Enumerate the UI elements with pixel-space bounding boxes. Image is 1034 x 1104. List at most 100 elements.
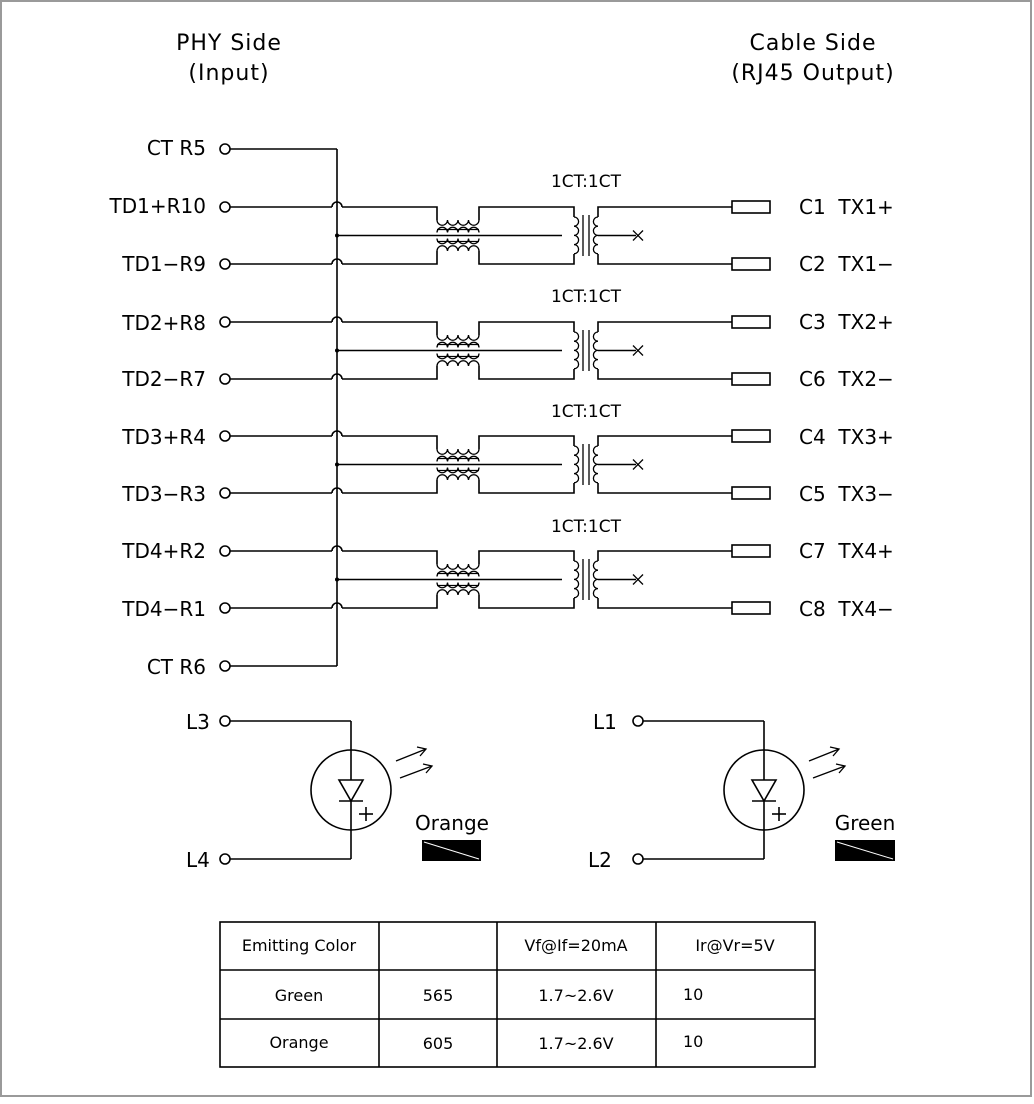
rj45-label-c8: C8 TX4− [799, 597, 894, 621]
led-pin-label-l4: L4 [186, 848, 210, 872]
pin-label-ct-r6: CT R6 [147, 655, 206, 679]
rj45-label-c2: C2 TX1− [799, 252, 894, 276]
no-connect-icon [632, 574, 644, 585]
light-emission-arrows-icon [395, 746, 434, 779]
transformer-channel-1 [219, 200, 771, 271]
cable-side-title: Cable Side [749, 31, 876, 56]
rj45-contact-pad [731, 429, 771, 443]
pin-label-td1p: TD1+R10 [109, 194, 206, 218]
led-spec-table: Emitting Color Vf@If=20mA Ir@Vr=5V Green… [219, 921, 816, 1068]
pin-terminal [632, 715, 644, 727]
ct-bus [219, 143, 338, 672]
led-pin-label-l1: L1 [593, 710, 617, 734]
transformer-icon [573, 215, 599, 256]
pin-terminal [632, 853, 644, 865]
ct-ratio-label-1: 1CT:1CT [551, 172, 622, 192]
table-header-cell: Emitting Color [242, 936, 357, 955]
transformer-channel-3 [219, 429, 771, 500]
rj45-label-c5: C5 TX3− [799, 482, 894, 506]
transformer-channels [219, 200, 771, 615]
pin-terminal [219, 715, 231, 727]
rj45-label-c3: C3 TX2+ [799, 310, 894, 334]
color-swatch-green [835, 840, 895, 861]
transformer-icon [573, 330, 599, 371]
transformer-icon [573, 559, 599, 600]
table-header-cell: Ir@Vr=5V [695, 936, 774, 955]
pin-label-td3n: TD3−R3 [121, 482, 206, 506]
transformer-icon [573, 444, 599, 485]
pin-terminal [219, 545, 231, 557]
rj45-label-c4: C4 TX3+ [799, 425, 894, 449]
pin-terminal [219, 373, 231, 385]
led-green-circuit: L1 L2 Green [588, 710, 895, 872]
pin-terminal [219, 201, 231, 213]
pin-terminal [219, 853, 231, 865]
rj45-label-c6: C6 TX2− [799, 367, 894, 391]
phy-side-subtitle: (Input) [188, 61, 269, 86]
led-orange-circuit: L3 L4 Orange [186, 710, 489, 872]
wire-crossover [331, 487, 343, 494]
pin-terminal [219, 602, 231, 614]
cable-side-subtitle: (RJ45 Output) [731, 61, 894, 86]
pin-label-td1n: TD1−R9 [121, 252, 206, 276]
pin-terminal [219, 258, 231, 270]
color-swatch-orange [422, 840, 481, 861]
table-cell: 1.7~2.6V [538, 986, 613, 1005]
wire-crossover [331, 430, 343, 437]
rj45-contact-pad [731, 544, 771, 558]
ct-ratio-label-3: 1CT:1CT [551, 402, 622, 422]
led-body [723, 749, 805, 831]
pin-terminal [219, 487, 231, 499]
rj45-contact-pad [731, 200, 771, 214]
ct-ratio-label-4: 1CT:1CT [551, 517, 622, 537]
pin-terminal [219, 660, 231, 672]
pin-label-td2p: TD2+R8 [121, 311, 206, 335]
rj45-label-c1: C1 TX1+ [799, 195, 894, 219]
led-pin-label-l3: L3 [186, 710, 210, 734]
table-cell: 565 [423, 986, 454, 1005]
table-cell: 10 [683, 985, 703, 1004]
diode-icon [337, 779, 365, 803]
rj45-contact-pad [731, 601, 771, 615]
table-header-cell: Vf@If=20mA [524, 936, 627, 955]
ct-ratio-label-2: 1CT:1CT [551, 287, 622, 307]
rj45-contact-pad [731, 372, 771, 386]
led-color-label-orange: Orange [415, 811, 489, 835]
transformer-channel-2 [219, 315, 771, 386]
light-emission-arrows-icon [808, 746, 847, 779]
no-connect-icon [632, 230, 644, 241]
table-cell: Orange [269, 1033, 328, 1052]
wire-crossover [331, 258, 343, 265]
pin-label-td2n: TD2−R7 [121, 367, 206, 391]
pin-label-td4n: TD4−R1 [121, 597, 206, 621]
pin-label-td4p: TD4+R2 [121, 539, 206, 563]
table-cell: 1.7~2.6V [538, 1034, 613, 1053]
choke-coil-icon [436, 334, 480, 367]
rj45-contact-pad [731, 257, 771, 271]
choke-coil-icon [436, 448, 480, 481]
table-cell: Green [275, 986, 323, 1005]
pin-terminal [219, 430, 231, 442]
table-cell: 10 [683, 1032, 703, 1051]
pin-terminal [219, 316, 231, 328]
wire-crossover [331, 201, 343, 208]
table-cell: 605 [423, 1034, 454, 1053]
pin-label-ct-r5: CT R5 [147, 136, 206, 160]
wire-crossover [331, 602, 343, 609]
choke-coil-icon [436, 219, 480, 252]
led-pin-label-l2: L2 [588, 848, 612, 872]
no-connect-icon [632, 459, 644, 470]
rj45-contact-pad [731, 486, 771, 500]
led-body [310, 749, 392, 831]
wire-crossover [331, 545, 343, 552]
diode-icon [750, 779, 778, 803]
phy-side-title: PHY Side [176, 31, 282, 56]
pin-label-td3p: TD3+R4 [121, 425, 206, 449]
wire-crossover [331, 316, 343, 323]
rj45-contact-pad [731, 315, 771, 329]
transformer-channel-4 [219, 544, 771, 615]
no-connect-icon [632, 345, 644, 356]
